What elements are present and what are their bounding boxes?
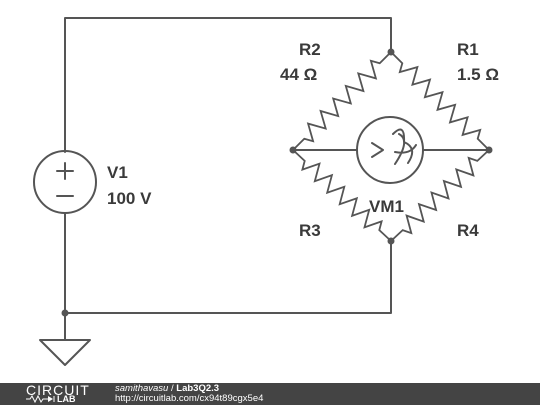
title-separator: /: [168, 383, 177, 394]
resistor-r4: [390, 149, 490, 242]
r4-name-label: R4: [457, 221, 479, 240]
resistor-r1: [390, 51, 490, 151]
r2-name-label: R2: [299, 40, 321, 59]
wire-bottom: [64, 240, 392, 314]
voltage-source-body: [33, 150, 97, 214]
footer-info: samithavasu / Lab3Q2.3 http://circuitlab…: [115, 384, 263, 404]
vm1-name-label: VM1: [369, 197, 404, 216]
author-name[interactable]: samithavasu: [115, 383, 169, 394]
logo-text-top: CIRCUIT: [26, 382, 90, 398]
r2-value-label: 44 Ω: [280, 65, 317, 84]
voltmeter-body: [356, 116, 424, 184]
resistor-r3: [292, 149, 392, 242]
resistor-r2: [292, 51, 392, 151]
v1-name-label: V1: [107, 163, 128, 182]
voltage-source: [33, 150, 97, 214]
r1-name-label: R1: [457, 40, 479, 59]
meter-scale-icon: [392, 128, 417, 165]
meter-arrow-icon: [371, 142, 384, 158]
footer-bar: CIRCUIT LAB samithavasu / Lab3Q2.3 http:…: [0, 382, 540, 405]
circuit-diagram: R2 44 Ω R1 1.5 Ω V1 100 V VM1 R3 R4: [33, 17, 499, 366]
wire-top: [64, 17, 392, 153]
wires: [64, 17, 490, 341]
logo-resistor-icon: [26, 394, 55, 404]
node-ground: [61, 309, 69, 317]
r3-name-label: R3: [299, 221, 321, 240]
circuit-url[interactable]: http://circuitlab.com/cx94t89cgx5e4: [115, 393, 264, 404]
r1-value-label: 1.5 Ω: [457, 65, 499, 84]
circuit-title[interactable]: Lab3Q2.3: [176, 383, 220, 394]
ground-icon: [39, 339, 91, 366]
v1-value-label: 100 V: [107, 189, 152, 208]
voltmeter: [356, 116, 424, 184]
logo-text-bottom: LAB: [57, 394, 76, 404]
circuitlab-logo[interactable]: CIRCUIT LAB: [0, 382, 108, 405]
